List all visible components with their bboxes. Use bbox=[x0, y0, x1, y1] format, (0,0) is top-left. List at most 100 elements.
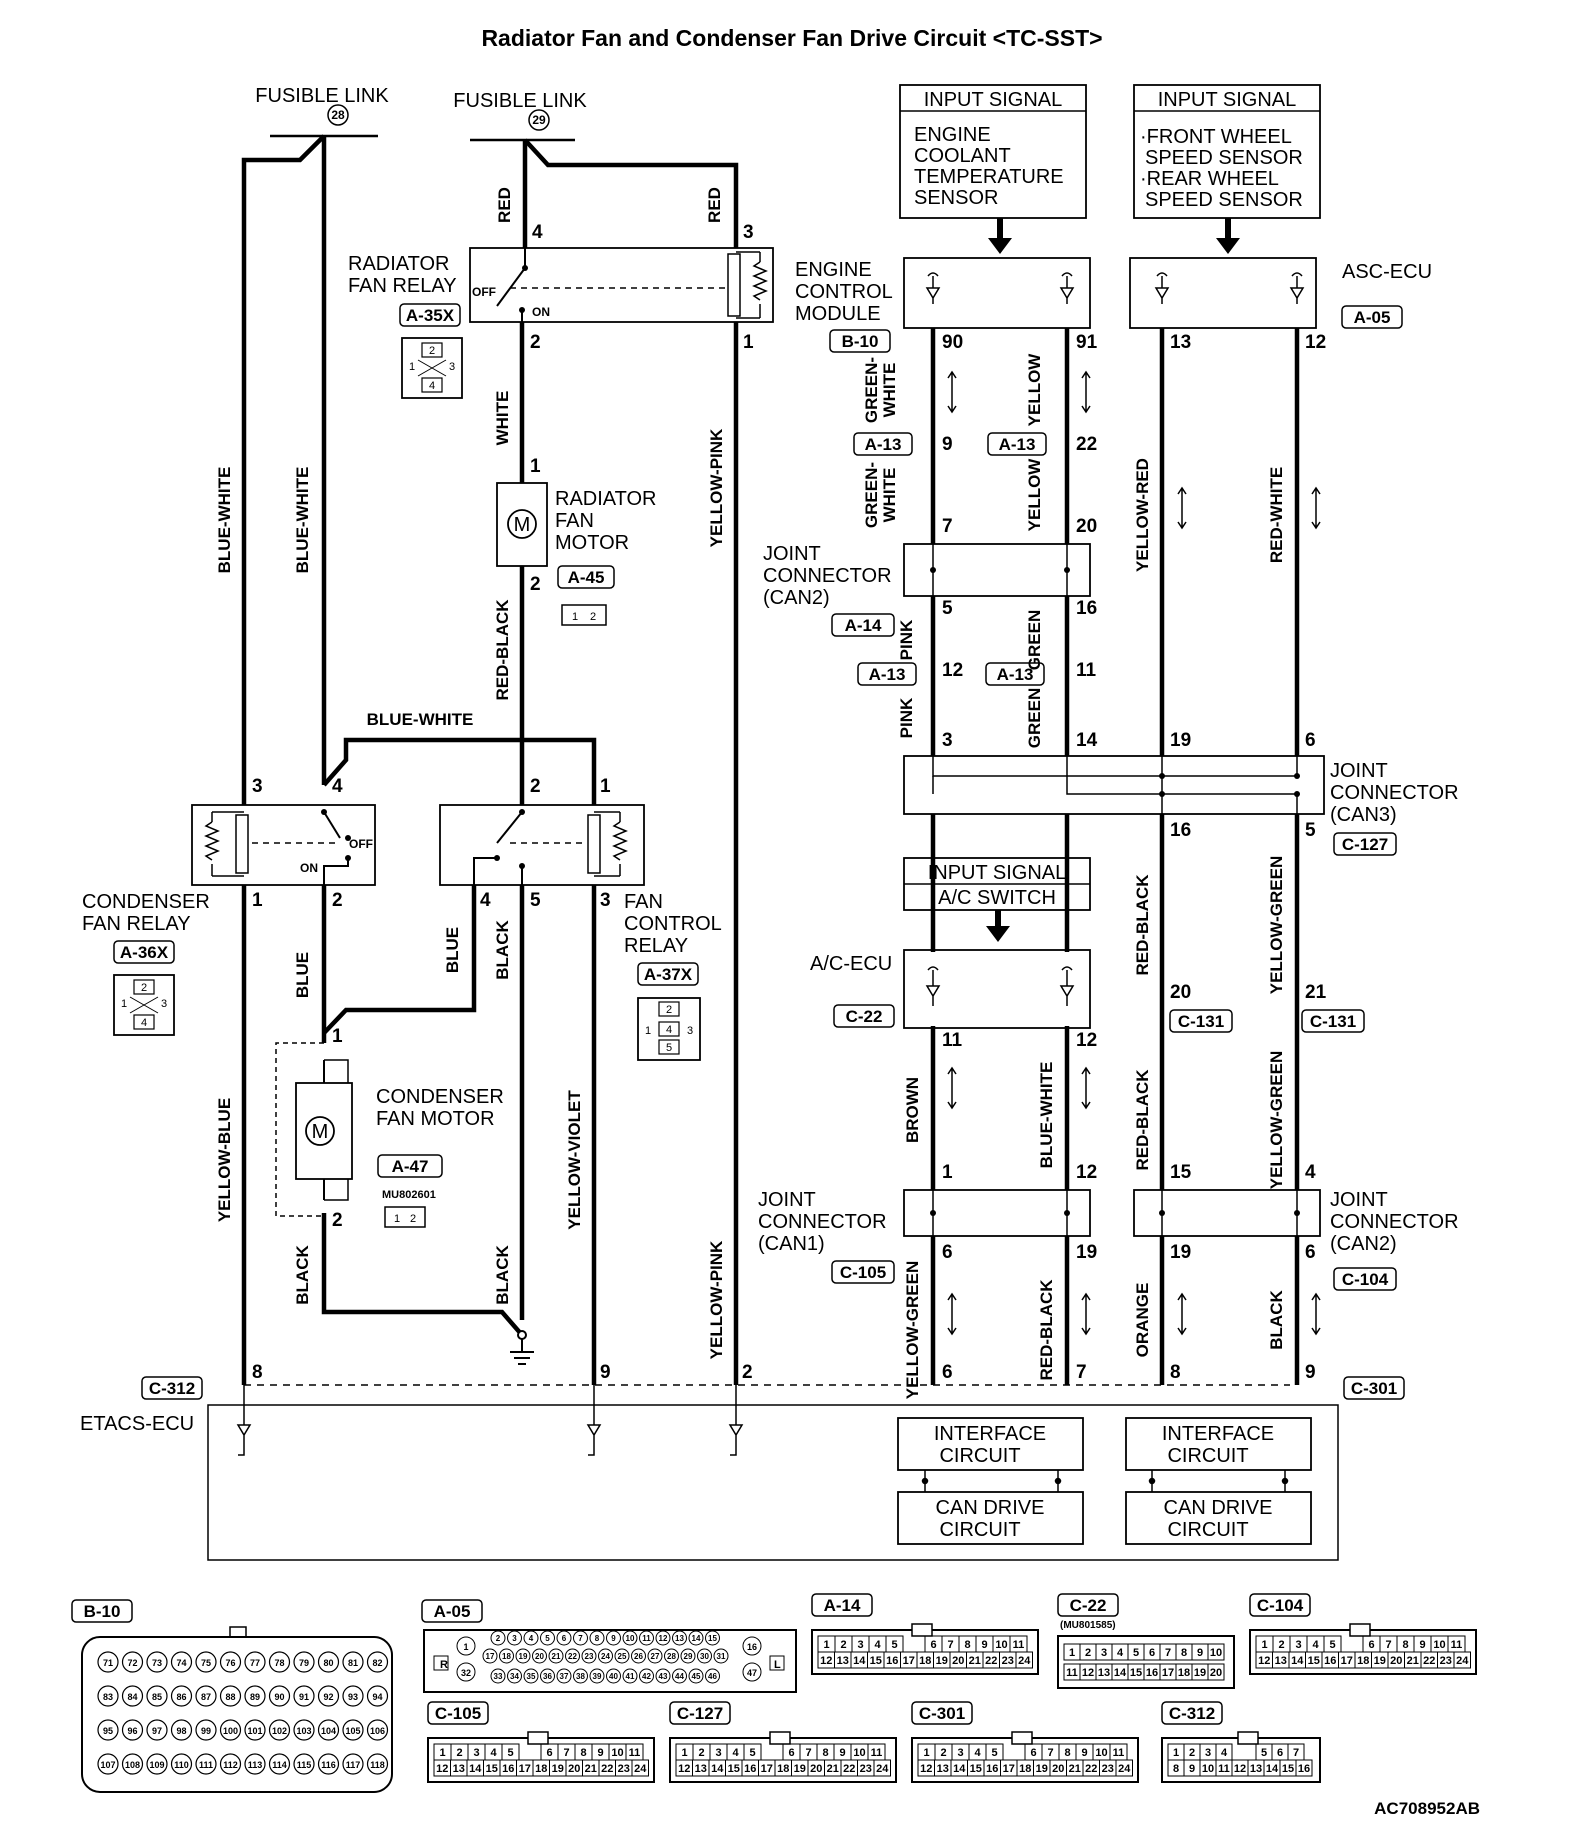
pin-number: 1 bbox=[743, 332, 754, 353]
connector-pin: 8 bbox=[1173, 1763, 1179, 1775]
connector-pin: 26 bbox=[634, 1652, 643, 1661]
wire-label-15: BLACK bbox=[493, 1245, 512, 1305]
connector-pin: 21 bbox=[552, 1652, 561, 1661]
wire-label-31: BLUE-WHITE bbox=[1037, 1062, 1056, 1169]
fusible-link-28-badge bbox=[327, 104, 349, 126]
doc-code: AC708952AB bbox=[1374, 1799, 1480, 1818]
c131-tag-1: C-131 bbox=[1178, 1012, 1224, 1031]
connector-pin: 32 bbox=[461, 1668, 471, 1678]
svg-text:YELLOW-PINK: YELLOW-PINK bbox=[707, 1240, 726, 1359]
connector-pin: 1 bbox=[923, 1747, 929, 1759]
motor-icon bbox=[305, 1116, 335, 1146]
connector-pin: 9 bbox=[597, 1747, 603, 1759]
connector-pin: 42 bbox=[642, 1672, 651, 1681]
wire-label-10: BLACK bbox=[493, 920, 512, 980]
connector-pin: 1 bbox=[1173, 1747, 1179, 1759]
c22-part: (MU801585) bbox=[1060, 1620, 1116, 1631]
input-signal-ac: INPUT SIGNAL A/C SWITCH bbox=[903, 857, 1091, 942]
connector-view-tag: A-14 bbox=[824, 1596, 861, 1615]
connector-pin: 73 bbox=[152, 1658, 162, 1668]
etacs-tag-right: C-301 bbox=[1351, 1379, 1397, 1398]
interface1-label-1: INTERFACE bbox=[934, 1423, 1046, 1445]
connector-pin: 6 bbox=[546, 1747, 552, 1759]
connector-pin: 94 bbox=[372, 1692, 382, 1702]
connector-pin: 8 bbox=[595, 1634, 600, 1643]
ac-ecu-label: A/C-ECU bbox=[810, 953, 892, 975]
connector-pin: 3 bbox=[957, 1747, 963, 1759]
connector-pin: 20 bbox=[1390, 1655, 1402, 1667]
wire-label-24: YELLOW-RED bbox=[1133, 458, 1152, 572]
connector-pin: 21 bbox=[969, 1655, 981, 1667]
svg-text:GREEN: GREEN bbox=[1025, 688, 1044, 748]
cfr-label-1: CONDENSER bbox=[82, 891, 210, 913]
joint-connector-can3: JOINT CONNECTOR (CAN3) C-127 bbox=[903, 755, 1459, 856]
a13-tag-1: A-13 bbox=[865, 435, 902, 454]
connector-pin: 10 bbox=[611, 1747, 623, 1759]
cfr-view-pin1: 1 bbox=[121, 998, 127, 1010]
connector-pin: 23 bbox=[1002, 1655, 1014, 1667]
connector-pin: 22 bbox=[1423, 1655, 1435, 1667]
arrow-down-icon bbox=[986, 926, 1010, 942]
connector-pin: 77 bbox=[250, 1658, 260, 1668]
pin-number: 1 bbox=[332, 1026, 343, 1047]
ac-ecu-tag: C-22 bbox=[846, 1007, 883, 1026]
fusible-link-29-badge bbox=[528, 109, 550, 131]
connector-pin: 117 bbox=[346, 1760, 361, 1770]
asc-input-line3: ·REAR WHEEL bbox=[1140, 168, 1279, 190]
connector-pin: 14 bbox=[692, 1634, 701, 1643]
pin-number: 1 bbox=[600, 776, 611, 797]
connector-pin: 44 bbox=[675, 1672, 684, 1681]
wire-label-18: GREEN-WHITE bbox=[862, 462, 899, 528]
svg-text:ORANGE: ORANGE bbox=[1133, 1283, 1152, 1358]
connector-pin: 90 bbox=[274, 1692, 284, 1702]
wire-label-11: YELLOW-BLUE bbox=[215, 1098, 234, 1222]
connector-pin: 7 bbox=[1293, 1747, 1299, 1759]
wire-label-25: RED-WHITE bbox=[1267, 467, 1286, 563]
connector-pin: 1 bbox=[463, 1642, 468, 1652]
connector-view-tag: C-22 bbox=[1070, 1596, 1107, 1615]
connector-pin: 10 bbox=[1210, 1647, 1222, 1659]
connector-pin: 12 bbox=[820, 1655, 832, 1667]
cfm-view-pin1: 1 bbox=[394, 1213, 400, 1225]
joint-connector-can2-c104: JOINT CONNECTOR (CAN2) C-104 bbox=[1133, 1189, 1459, 1291]
connector-pin: 21 bbox=[827, 1763, 839, 1775]
connector-pin: 23 bbox=[1440, 1655, 1452, 1667]
ecm-input-line1: ENGINE bbox=[914, 124, 991, 146]
connector-pin: 108 bbox=[125, 1760, 140, 1770]
connector-pin: 5 bbox=[1329, 1639, 1335, 1651]
connector-pin: 23 bbox=[860, 1763, 872, 1775]
svg-text:YELLOW-GREEN: YELLOW-GREEN bbox=[903, 1261, 922, 1400]
connector-pin: 107 bbox=[100, 1760, 115, 1770]
rfm-label-1: RADIATOR bbox=[555, 488, 657, 510]
connector-pin: 95 bbox=[103, 1726, 113, 1736]
connector-pin: 19 bbox=[552, 1763, 564, 1775]
pin-number: 6 bbox=[942, 1362, 953, 1383]
connector-pin: 29 bbox=[684, 1652, 693, 1661]
connector-view-tag: A-05 bbox=[434, 1602, 471, 1621]
connector-pin: 34 bbox=[510, 1672, 519, 1681]
svg-text:RED-BLACK: RED-BLACK bbox=[1037, 1279, 1056, 1381]
connector-pin: 20 bbox=[1210, 1667, 1222, 1679]
wire-label-22: PINK bbox=[897, 697, 916, 738]
pin-number: 2 bbox=[530, 332, 541, 353]
cfr-off-label: OFF bbox=[349, 837, 373, 851]
pin-number: 8 bbox=[1170, 1362, 1181, 1383]
pin-number: 4 bbox=[532, 222, 543, 243]
asc-input-line2: SPEED SENSOR bbox=[1145, 147, 1303, 169]
connector-view-tag: C-312 bbox=[1169, 1704, 1215, 1723]
connector-pin: 13 bbox=[1098, 1667, 1110, 1679]
pin-number: 5 bbox=[1305, 820, 1316, 841]
connector-pin: 4 bbox=[974, 1747, 981, 1759]
connector-pin: 14 bbox=[1266, 1763, 1279, 1775]
connector-pin: 17 bbox=[519, 1763, 531, 1775]
connector-pin: 6 bbox=[1277, 1747, 1283, 1759]
connector-pin: 24 bbox=[1456, 1655, 1469, 1667]
connector-pin: 46 bbox=[708, 1672, 717, 1681]
connector-pin: 2 bbox=[496, 1634, 501, 1643]
connector-pin: 13 bbox=[675, 1634, 684, 1643]
connector-pin: 20 bbox=[535, 1652, 544, 1661]
connector-pin: 11 bbox=[642, 1634, 651, 1643]
connector-pin: 17 bbox=[761, 1763, 773, 1775]
connector-pin: 17 bbox=[903, 1655, 915, 1667]
